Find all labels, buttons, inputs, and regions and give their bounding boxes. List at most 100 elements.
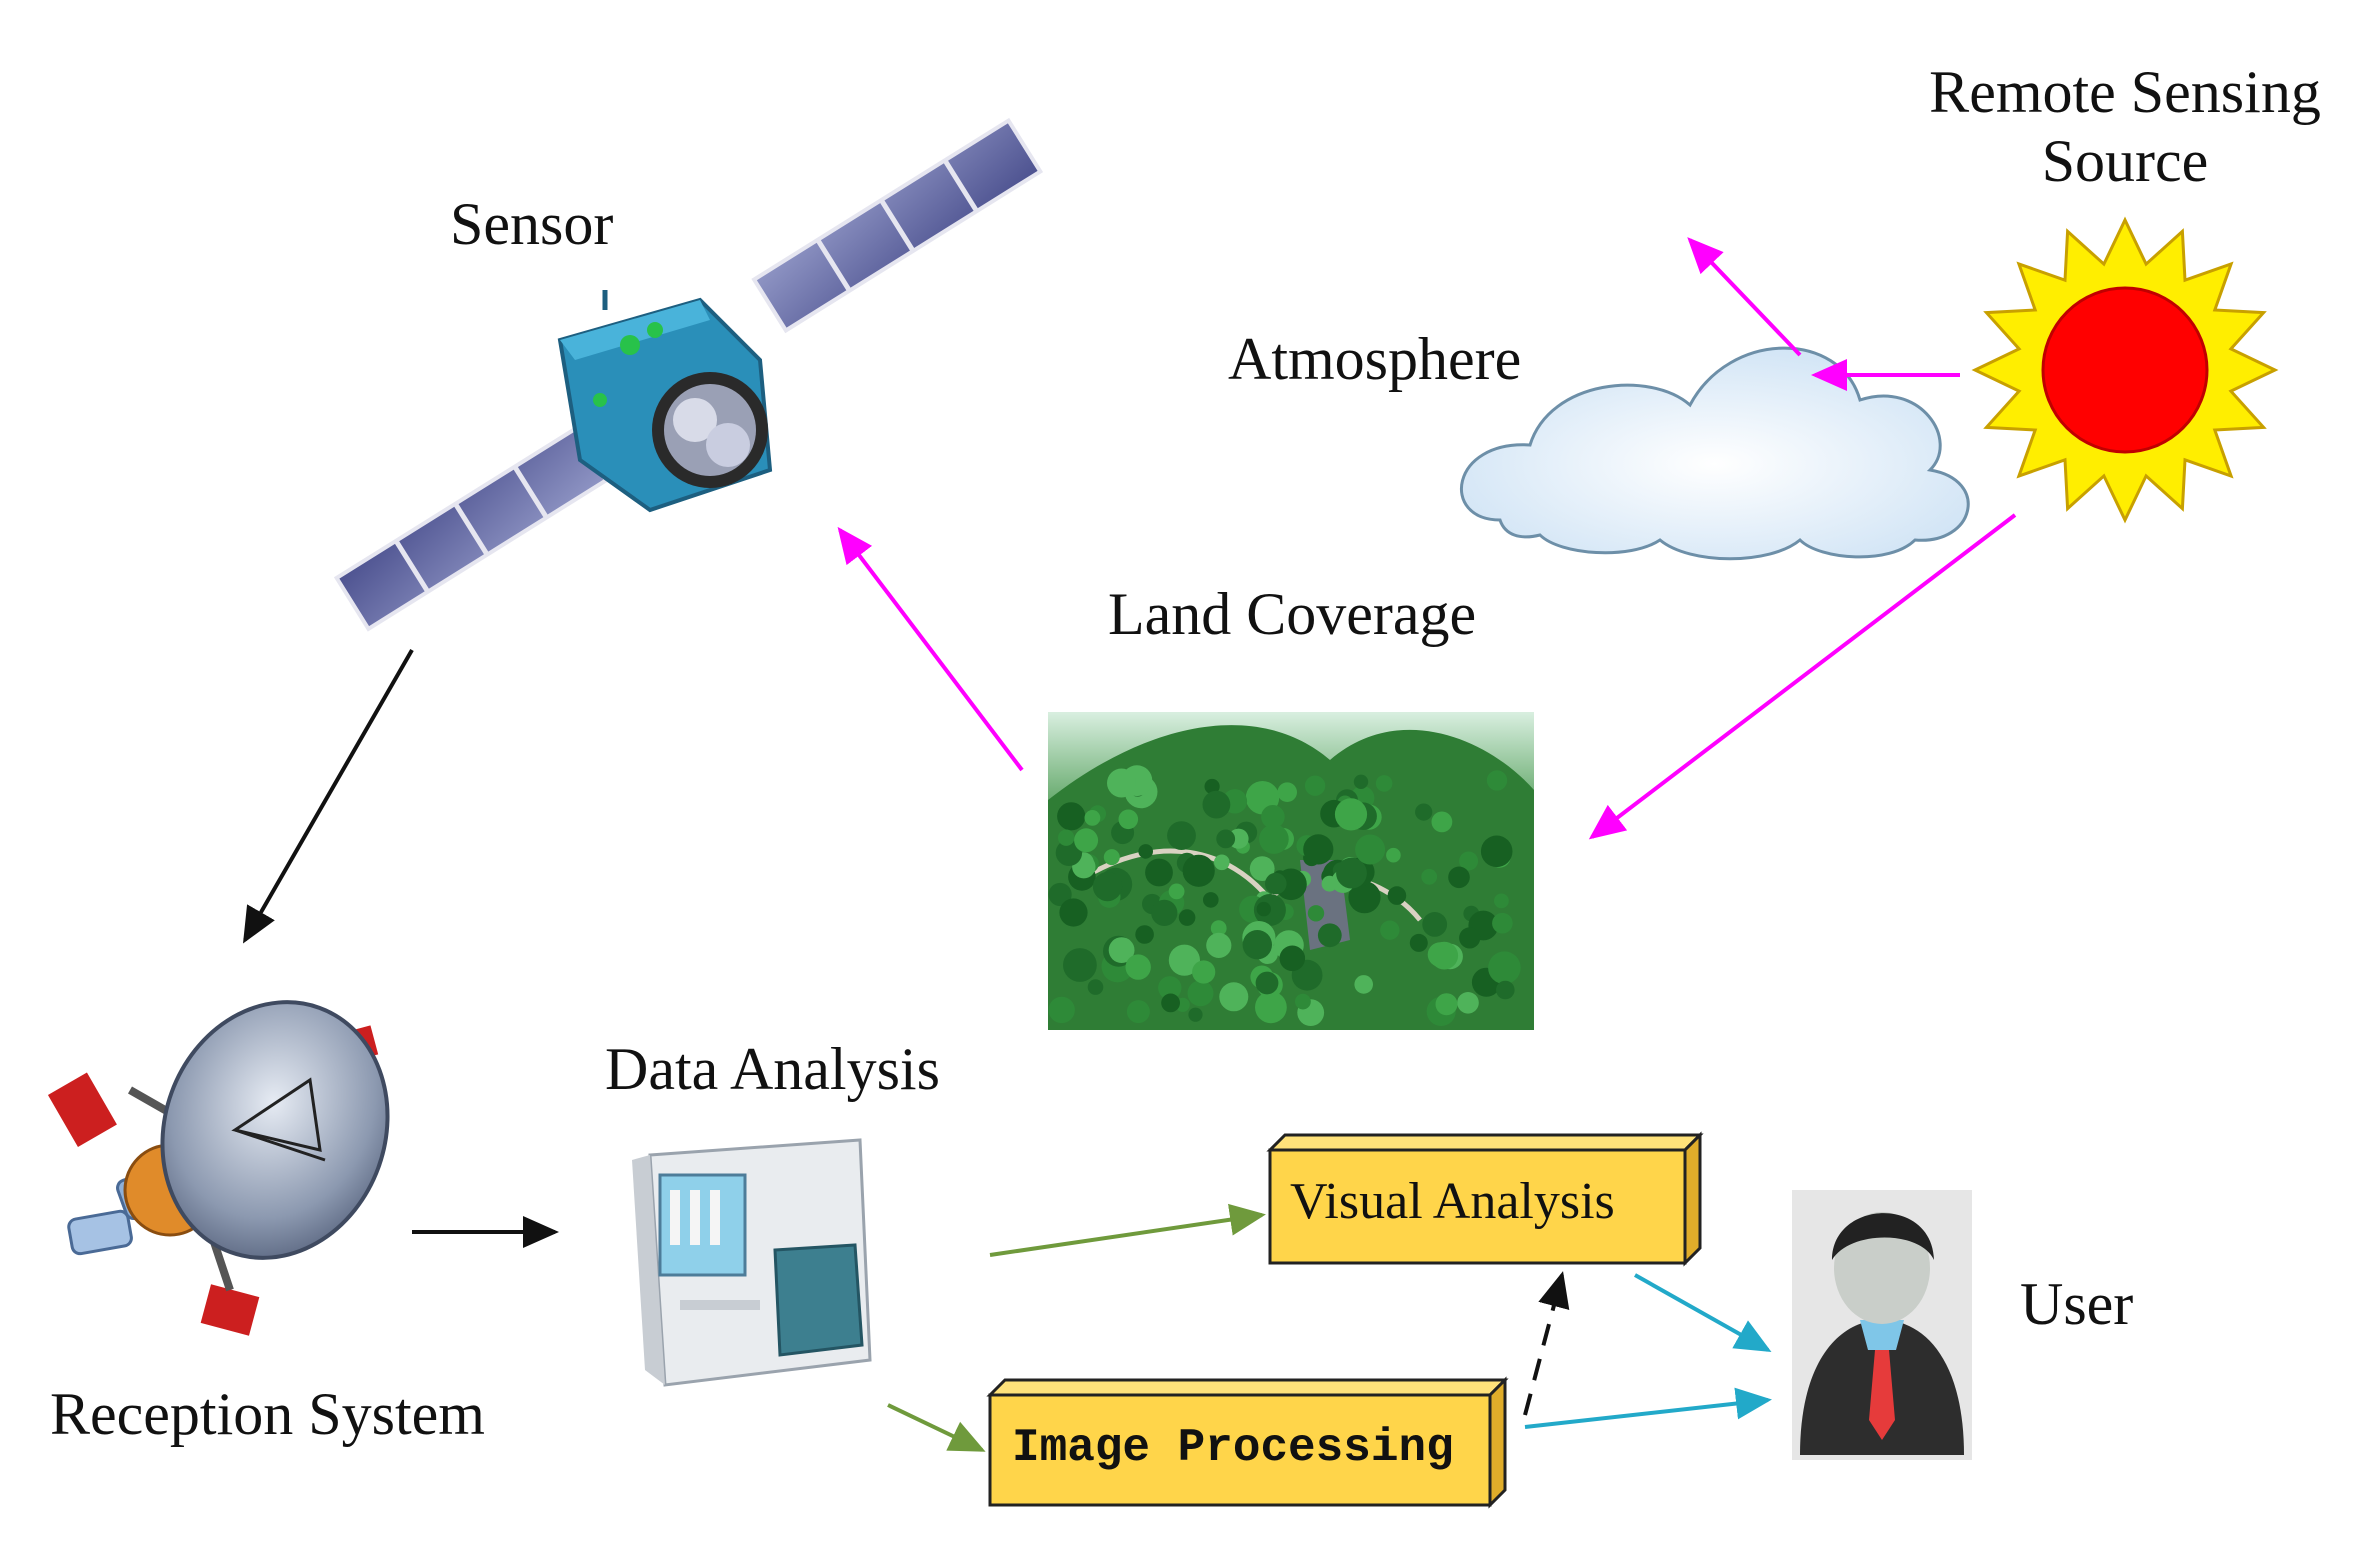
tree-icon <box>1486 770 1508 791</box>
satellite-icon <box>333 117 1044 632</box>
cloud-icon <box>1460 346 1970 561</box>
tree-icon <box>1059 898 1088 927</box>
land-coverage-label: Land Coverage <box>1108 581 1477 647</box>
tree-icon <box>1092 872 1123 902</box>
tree-icon <box>1145 858 1173 887</box>
tree-icon <box>1295 993 1311 1010</box>
tree-icon <box>1206 932 1232 959</box>
tree-icon <box>1214 854 1230 871</box>
visual-analysis-text: Visual Analysis <box>1290 1173 1615 1230</box>
tree-icon <box>1202 790 1231 819</box>
remote-source-label-line1: Remote Sensing <box>1929 59 2321 125</box>
tree-icon <box>1135 925 1154 944</box>
tree-icon <box>1255 971 1279 995</box>
tree-icon <box>1057 802 1086 831</box>
tree-icon <box>1216 829 1236 849</box>
tree-icon <box>1259 824 1289 854</box>
tree-icon <box>1277 782 1297 802</box>
tree-icon <box>1048 882 1072 907</box>
image-processing-box <box>986 1376 1509 1509</box>
tree-icon <box>1182 854 1215 887</box>
tree-icon <box>1167 821 1196 850</box>
arrow-sensor-to-reception <box>243 649 414 944</box>
tree-icon <box>1107 768 1136 798</box>
tree-icon <box>1063 948 1097 982</box>
tree-icon <box>1488 951 1521 984</box>
tree-icon <box>1219 982 1249 1012</box>
remote-source-label-line2: Source <box>2041 128 2209 194</box>
reception-system-label: Reception System <box>50 1381 485 1447</box>
tree-icon <box>1307 905 1325 922</box>
tree-icon <box>1380 920 1400 940</box>
sensor-label: Sensor <box>450 191 614 257</box>
tree-icon <box>1494 893 1509 909</box>
data-analysis-label: Data Analysis <box>605 1036 940 1102</box>
tree-icon <box>1188 1007 1203 1022</box>
tree-icon <box>1386 847 1401 863</box>
tree-icon <box>1415 803 1433 821</box>
remote-source-label: Remote Sensing Source <box>1905 58 2345 196</box>
tree-icon <box>1108 937 1135 963</box>
tree-icon <box>1459 851 1479 871</box>
tree-icon <box>1457 992 1479 1014</box>
tree-icon <box>1118 809 1139 830</box>
tree-icon <box>1496 980 1515 1000</box>
tree-icon <box>1151 899 1178 927</box>
tree-icon <box>1261 805 1285 829</box>
arrow-analysis-to-processing <box>887 1403 986 1452</box>
tree-icon <box>1435 993 1458 1016</box>
tree-icon <box>1249 856 1275 881</box>
tree-icon <box>1178 909 1196 926</box>
image-processing-text: Image Processing <box>1012 1422 1454 1474</box>
tree-icon <box>1448 866 1470 889</box>
arrow-land-to-sensor <box>837 526 1024 772</box>
tree-icon <box>1303 834 1334 865</box>
person-icon <box>1792 1190 1972 1460</box>
tree-icon <box>1492 912 1513 934</box>
tree-icon <box>1355 834 1386 865</box>
tree-icon <box>1304 775 1326 796</box>
tree-icon <box>1204 778 1220 795</box>
tree-icon <box>1279 945 1306 972</box>
tree-icon <box>1431 811 1453 833</box>
arrow-visual-to-user <box>1634 1273 1772 1352</box>
tree-icon <box>1387 886 1407 905</box>
dish-antenna-icon <box>47 1000 390 1336</box>
sun-icon <box>1971 216 2279 524</box>
tree-icon <box>1192 960 1216 984</box>
tree-icon <box>1334 798 1368 831</box>
tree-icon <box>1336 857 1367 889</box>
tree-icon <box>1187 980 1214 1007</box>
tree-icon <box>1138 844 1153 859</box>
tree-icon <box>1256 901 1272 917</box>
tree-icon <box>1422 912 1448 937</box>
arrow-processing-to-user <box>1524 1387 1772 1429</box>
tree-icon <box>1125 954 1151 980</box>
analyzer-machine-icon <box>632 1138 872 1387</box>
tree-icon <box>1353 774 1369 789</box>
tree-icon <box>1161 993 1180 1013</box>
tree-icon <box>1375 775 1393 792</box>
tree-icon <box>1317 923 1342 948</box>
tree-icon <box>1126 1000 1150 1024</box>
tree-icon <box>1255 991 1287 1024</box>
tree-icon <box>1203 892 1219 908</box>
tree-icon <box>1058 829 1075 846</box>
tree-icon <box>1074 828 1099 853</box>
tree-icon <box>1087 979 1104 995</box>
arrow-sun-to-land <box>1588 513 2017 840</box>
visual-analysis-box <box>1266 1131 1704 1267</box>
atmosphere-label: Atmosphere <box>1228 326 1522 392</box>
arrow-analysis-to-visual <box>989 1203 1266 1257</box>
tree-icon <box>1084 810 1101 826</box>
tree-icon <box>1168 883 1185 900</box>
tree-icon <box>1459 927 1481 949</box>
tree-icon <box>1348 881 1381 914</box>
tree-icon <box>1103 849 1120 866</box>
tree-icon <box>1430 941 1459 970</box>
user-label: User <box>2020 1271 2134 1337</box>
tree-icon <box>1158 976 1182 1000</box>
tree-icon <box>1409 933 1428 952</box>
